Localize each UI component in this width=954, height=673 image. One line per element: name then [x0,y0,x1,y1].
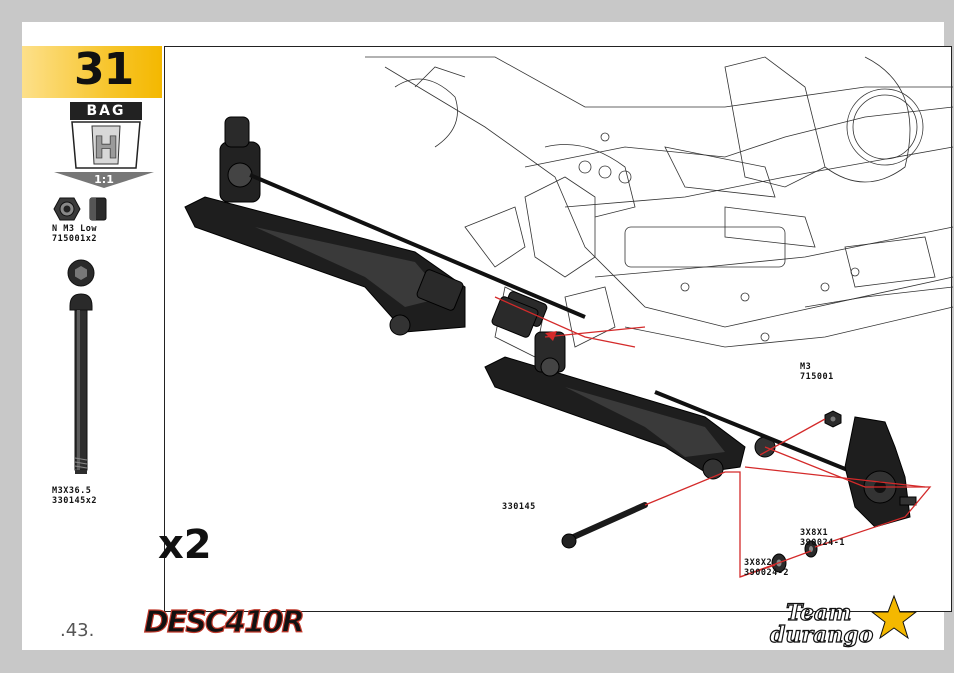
rear-arm-assembled [184,116,586,336]
scale-indicator: 1:1 [54,172,154,188]
brand-logo-line1: Team [786,600,851,626]
callout-nut-name: M3 [800,362,812,372]
callout-screw: 330145 [502,502,536,512]
quantity-label: x2 [158,522,212,568]
callout-shim1-name: 3X8X1 [800,528,829,538]
hardware-nut-code: 715001x2 [52,234,97,244]
assembly-guide-lines [494,296,932,578]
step-number: 31 [74,44,134,95]
scale-label: 1:1 [94,173,114,186]
bag-letter: H [93,131,118,166]
hardware-nut-name: N M3 Low [52,224,97,234]
callout-shim2-code: 390024-2 [744,568,789,578]
rear-arm-exploded [484,296,866,480]
brand-logo-line2: durango [770,622,873,648]
chassis-lineart [365,56,954,358]
callout-screw-code: 330145 [502,502,536,512]
assembly-drawing [184,56,954,578]
callout-shim1-code: 390024-1 [800,538,845,548]
exploded-hardware [561,410,842,573]
brand-logo: Team durango [766,592,926,649]
illustration-frame [164,46,954,612]
screw-head-icon [66,258,96,293]
step-number-badge: 31 [22,44,162,98]
page-number: .43. [60,620,95,641]
long-screw-icon [66,292,96,497]
hardware-screw-name: M3X36.5 [52,486,92,496]
hardware-screw-code: 330145x2 [52,496,97,506]
product-logo-text: DESC410R [144,605,303,640]
nut-hardware-icon [52,194,112,229]
callout-nut-code: 715001 [800,372,834,382]
bag-label: BAG [70,102,142,120]
bag-icon: H [70,120,142,170]
hub-carrier [844,416,917,528]
product-logo: DESC410R [142,600,305,640]
callout-shim2-name: 3X8X2 [744,558,773,568]
